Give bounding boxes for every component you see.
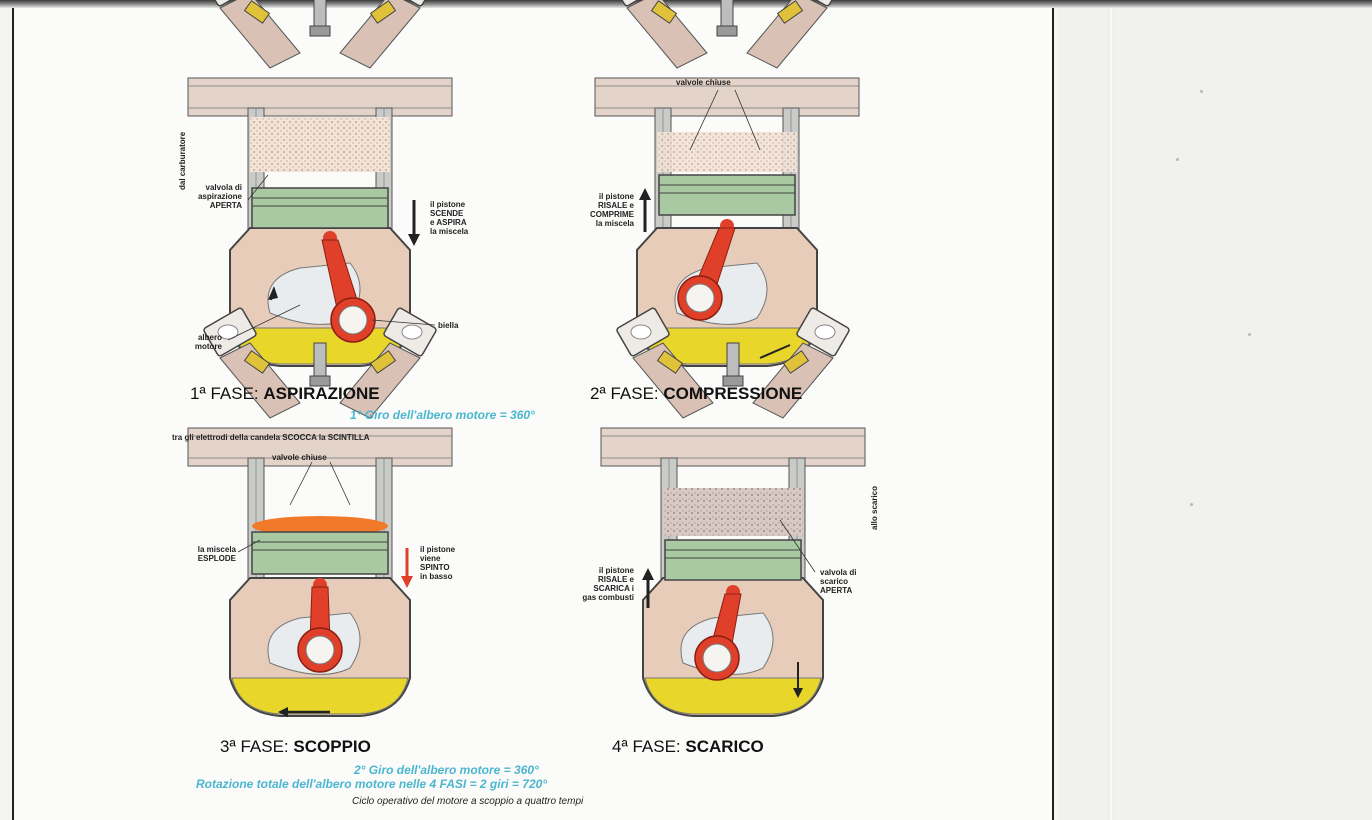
piston-exhausts-label: il pistone RISALE e SCARICA i gas combus… [548, 566, 634, 602]
total-rotation-caption: Rotazione totale dell'albero motore nell… [196, 777, 547, 791]
second-turn-caption: 2° Giro dell'albero motore = 360° [354, 763, 539, 777]
phase-1-title: 1ª FASE: ASPIRAZIONE [190, 384, 380, 404]
piston-arrow-2 [639, 188, 651, 232]
mixture-explodes-label: la miscela ESPLODE [150, 545, 236, 563]
piston-arrow-1 [408, 200, 420, 246]
carburetor-label: dal carburatore [178, 132, 187, 190]
crankshaft-label: albero motore [160, 333, 222, 351]
engine-phase-3 [188, 307, 452, 717]
phase-3-title: 3ª FASE: SCOPPIO [220, 737, 371, 757]
figure-caption: Ciclo operativo del motore a scoppio a q… [352, 796, 583, 807]
phase-4-title: 4ª FASE: SCARICO [612, 737, 764, 757]
connecting-rod-label: biella [438, 321, 488, 330]
engine-phase-4 [601, 307, 865, 716]
closed-valves-label-2: valvole chiuse [676, 78, 786, 87]
exhaust-outlet-label: allo scarico [870, 486, 879, 530]
phase-2-title: 2ª FASE: COMPRESSIONE [590, 384, 802, 404]
piston-descends-label: il pistone SCENDE e ASPIRA la miscela [430, 200, 510, 236]
closed-valves-label-3: valvole chiuse [272, 453, 382, 462]
piston-arrow-3 [401, 548, 413, 588]
piston-pushed-label: il pistone viene SPINTO in basso [420, 545, 500, 581]
exhaust-valve-label: valvola di scarico APERTA [820, 568, 900, 595]
spark-label: tra gli elettrodi della candela SCOCCA l… [172, 433, 572, 442]
first-turn-caption: 1° Giro dell'albero motore = 360° [350, 408, 535, 422]
piston-compresses-label: il pistone RISALE e COMPRIME la miscela [548, 192, 634, 228]
intake-valve-label: valvola di aspirazione APERTA [150, 183, 242, 210]
